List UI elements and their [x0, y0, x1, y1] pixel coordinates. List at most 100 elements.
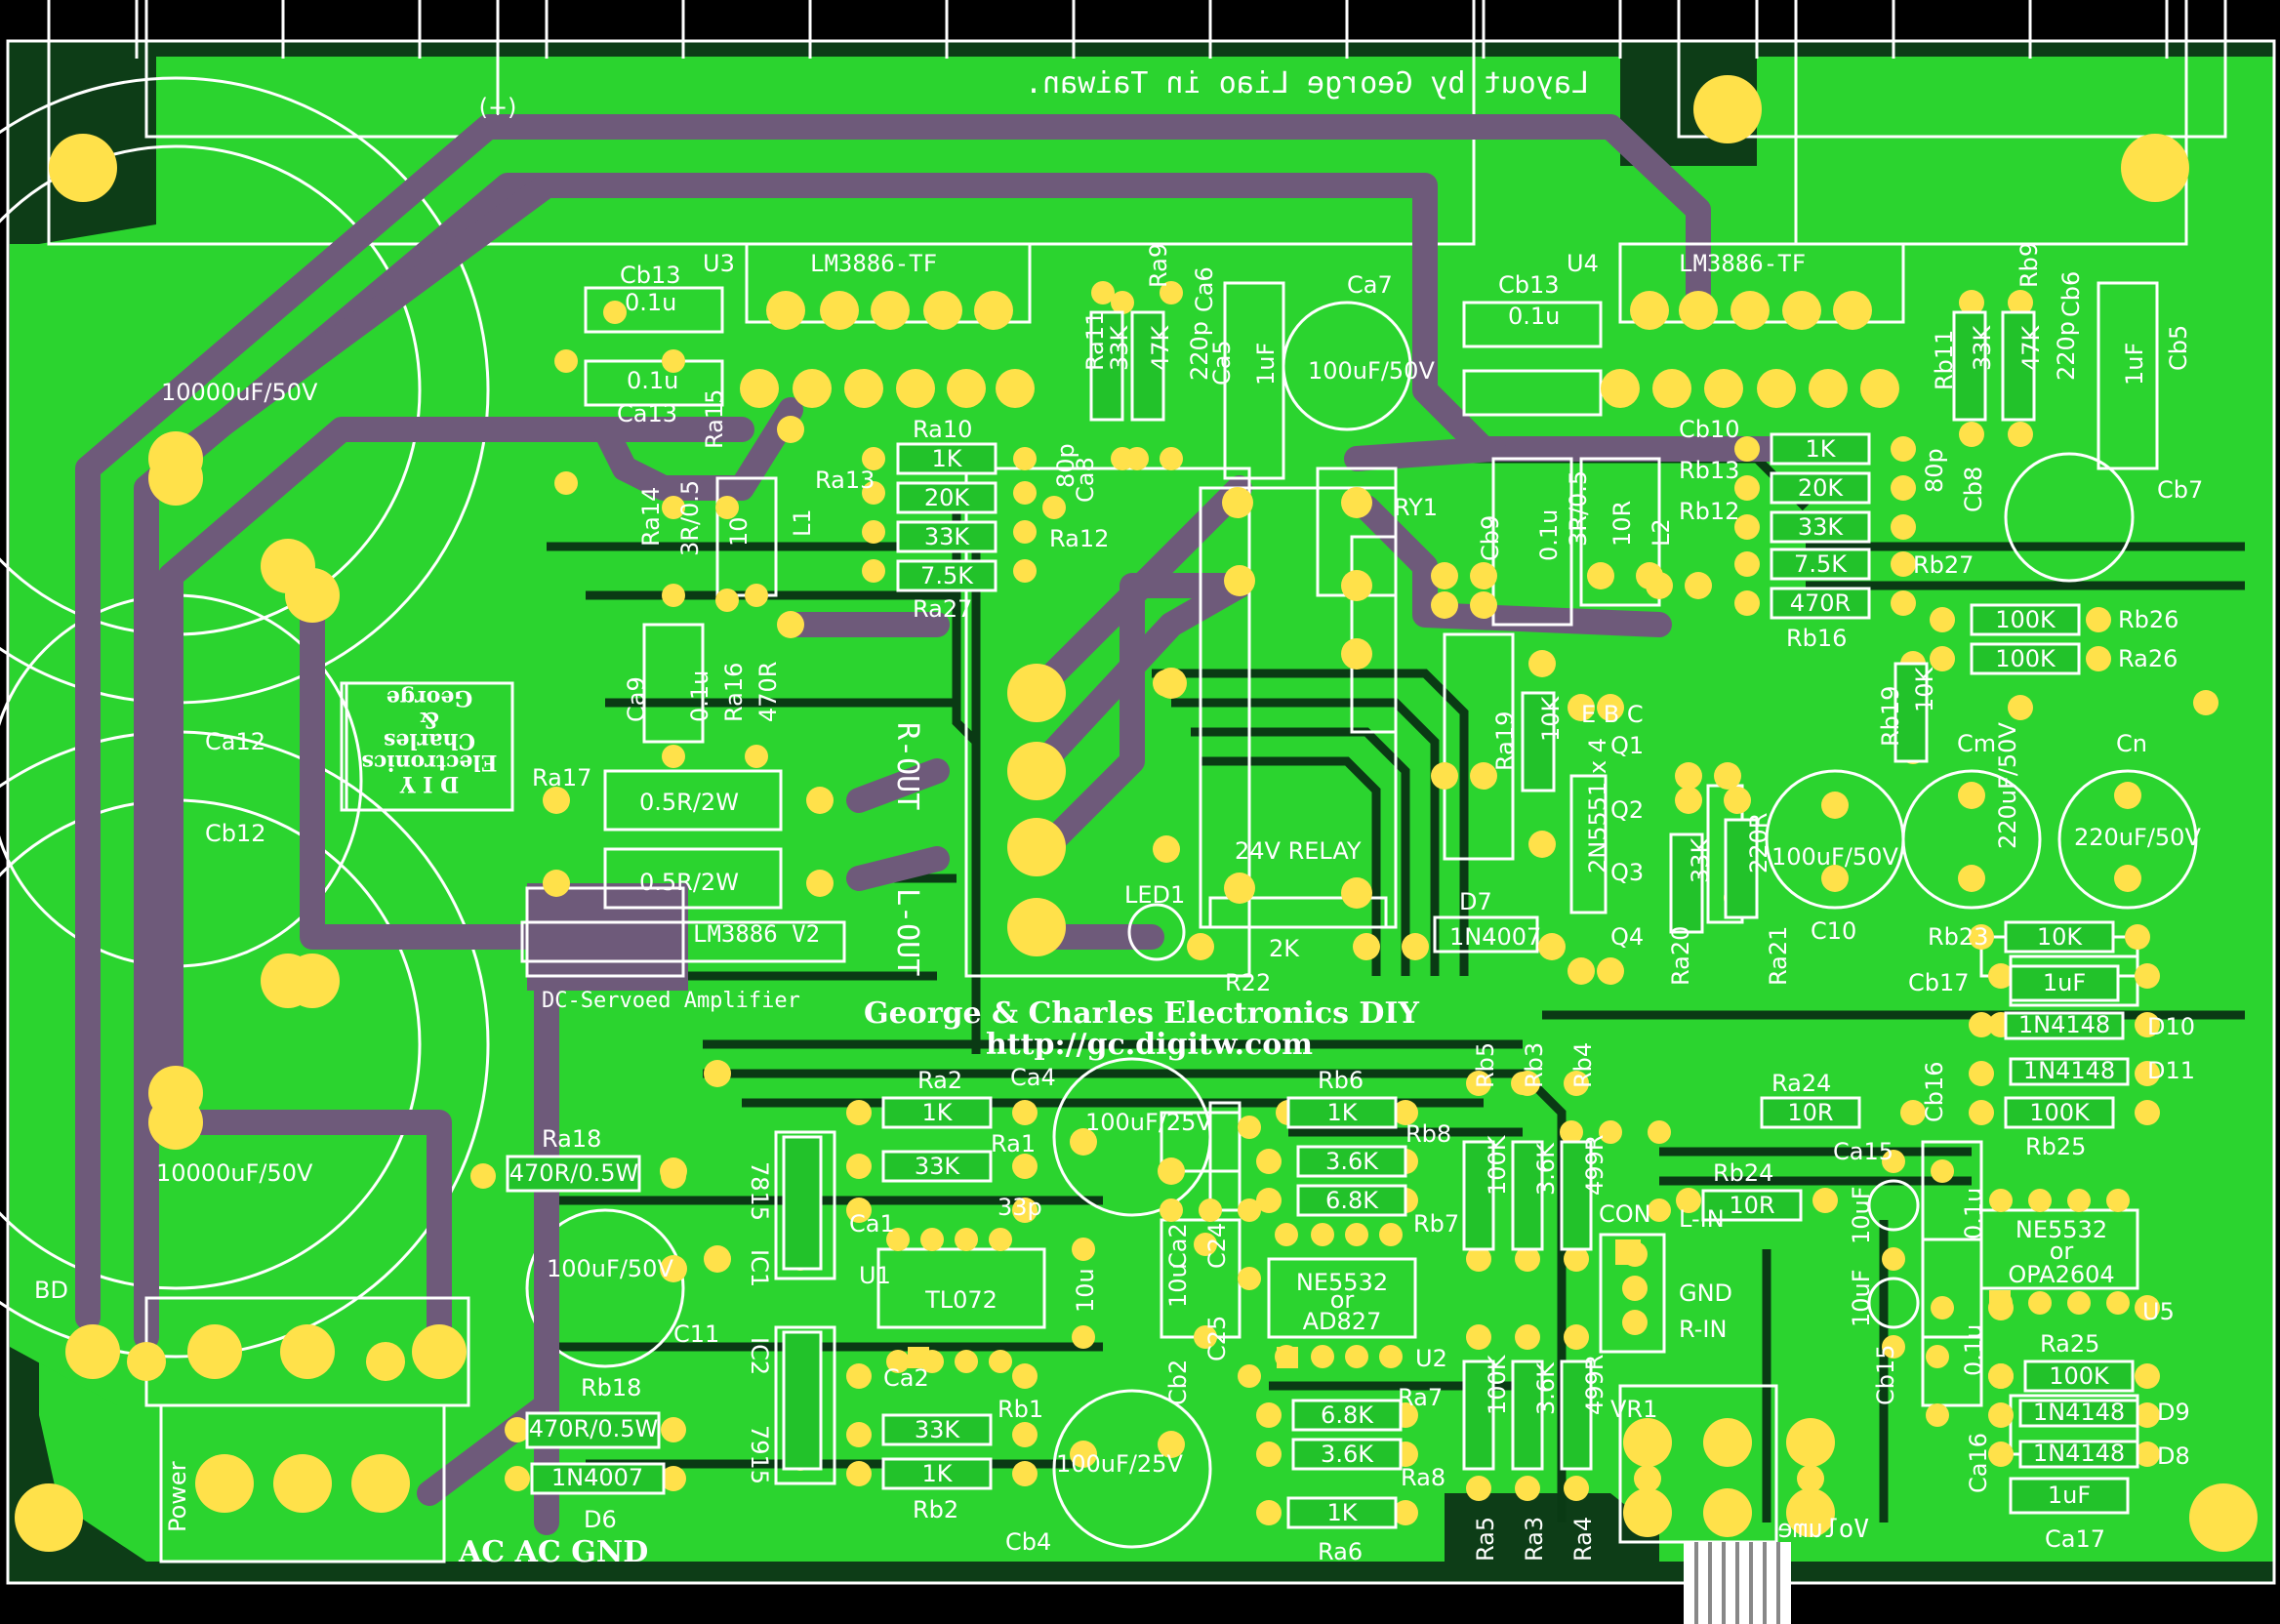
u5-label: U5 [2142, 1298, 2175, 1325]
ic1-body [782, 1135, 823, 1271]
ra19-label: Ra19 [1491, 711, 1519, 771]
r22-val: 2K [1269, 935, 1300, 962]
ca1-val: 33p [998, 1194, 1042, 1221]
q-part: 2N5551 x 4 [1584, 738, 1611, 873]
vr1-label: VR1 [1610, 1396, 1657, 1423]
rb11-body: 33K [1952, 310, 1996, 422]
cb15-val: 10uF [1848, 1269, 1875, 1327]
ca15-label: Ca15 [1833, 1138, 1893, 1165]
ca2b-val: 10u [1164, 1263, 1192, 1308]
d9-body [2018, 1399, 2139, 1428]
con-l-in: L-IN [1679, 1205, 1725, 1233]
l1-label: L1 [789, 508, 816, 537]
q3-label: Q3 [1610, 859, 1644, 886]
ic2-body [782, 1330, 823, 1471]
ca7-val: 100uF/50V [1308, 357, 1435, 385]
ra17-label: Ra17 [532, 764, 591, 792]
rb19-val: 10K [1911, 666, 1938, 712]
ra26-val: 100K [1995, 645, 2056, 672]
c10-val: 100uF/50V [1771, 843, 1898, 871]
cb17-label: Cb17 [1908, 969, 1970, 996]
c11-val: 100uF/50V [547, 1255, 673, 1282]
ra25-val: 100K [2049, 1362, 2110, 1390]
rb5-label: Rb5 [1472, 1042, 1499, 1088]
cb9-label: Cb9 [1477, 515, 1504, 561]
cb5-val: 1uF [2121, 343, 2148, 386]
ra25-body [2023, 1360, 2135, 1393]
ra9-body: 47K [1130, 310, 1174, 422]
d11-body [2009, 1057, 2130, 1086]
ra1-label: Ra1 [991, 1130, 1036, 1157]
rb9-body: 47K [2001, 310, 2045, 422]
ca7-label: Ca7 [1347, 271, 1393, 299]
u2-label: U2 [1415, 1345, 1447, 1372]
ra26-label: Ra26 [2118, 645, 2178, 672]
version-line-2: DC-Servoed Amplifier [542, 989, 800, 1013]
ra11-label: Ra11 [1081, 311, 1109, 371]
cb10-label: Cb10 [1679, 416, 1740, 443]
cb13-right: Cb13 [1498, 271, 1560, 299]
rb-stack-20k: 20K [1798, 474, 1845, 502]
ra11-body: 33K [1089, 310, 1133, 422]
ra7-body [1291, 1399, 1403, 1432]
ic1-val: 7815 [746, 1161, 773, 1221]
ca16-val: 0.1u [1960, 1324, 1987, 1376]
logo-line-4: Electronics [361, 750, 497, 775]
u1-val: TL072 [924, 1286, 998, 1314]
bd-label: BD [34, 1277, 68, 1304]
title-line-2: http://gc.digitw.com [986, 1028, 1313, 1062]
logo-line-2: & [420, 707, 439, 732]
cb8-label: Cb8 [1960, 467, 1987, 512]
ca12-label: Ca12 [205, 728, 265, 755]
con-r-in: R-IN [1679, 1316, 1727, 1343]
rb3-body [1511, 1140, 1544, 1251]
ca4-val: 100uF/25V [1085, 1109, 1212, 1136]
u1-label: U1 [859, 1262, 891, 1289]
d8-val: 1N4148 [2033, 1440, 2125, 1467]
d10-val: 1N4148 [2018, 1011, 2110, 1038]
ra10-val: 1K [931, 445, 962, 472]
ra16-label: Ra16 [720, 663, 748, 722]
ra14-label: Ra14 [637, 487, 665, 547]
q2-label: Q2 [1610, 796, 1644, 824]
rb26-label: Rb26 [2118, 606, 2178, 633]
rb19-body [1893, 662, 1929, 763]
rb1-label: Rb1 [998, 1396, 1043, 1423]
ic2-val: 7915 [746, 1425, 773, 1484]
ra10-stack: 1K 20K 33K 7.5K [896, 442, 998, 592]
ra7-label: Ra7 [1398, 1384, 1443, 1411]
cm-val: 220uF/50V [1994, 722, 2021, 849]
ra10d-val: 7.5K [920, 562, 974, 589]
rb8-body [1296, 1145, 1407, 1178]
c11-label: C11 [673, 1320, 719, 1348]
cb12-label: Cb12 [205, 820, 266, 847]
u2-ad827: AD827 [1303, 1308, 1382, 1335]
d8-body [2018, 1440, 2139, 1469]
cb13-left: Cb13 [620, 262, 681, 289]
ra21-label: Ra21 [1765, 926, 1792, 986]
ic-right-label: LM3886-TF [1679, 250, 1806, 277]
ca15-val: 10uF [1848, 1186, 1875, 1244]
ra20-label: Ra20 [1667, 926, 1694, 986]
rb9-label: Rb9 [2015, 242, 2043, 288]
rb4-val: 499R [1581, 1135, 1608, 1196]
u5-opa: OPA2604 [2008, 1261, 2114, 1288]
ca8-val: 80p [1052, 443, 1079, 488]
rb16-label: Rb16 [1786, 625, 1847, 652]
ra9-label: Ra9 [1145, 243, 1172, 288]
d10-label: D10 [2147, 1013, 2195, 1040]
rb2-body [881, 1457, 993, 1490]
rb3-val: 3.6K [1532, 1142, 1560, 1196]
ca16-label: Ca16 [1965, 1433, 1992, 1493]
d9-label: D9 [2157, 1399, 2190, 1426]
ra3-body [1511, 1360, 1544, 1471]
d6-val: 1N4007 [551, 1464, 643, 1491]
cb17-val: 1uF [2043, 969, 2086, 996]
rb11-label: Rb11 [1931, 330, 1958, 390]
cb17-body [2009, 964, 2120, 1002]
ra12-label: Ra12 [1049, 525, 1109, 552]
cm-label: Cm [1957, 730, 1996, 757]
cb13-right-val: 0.1u [1508, 303, 1560, 330]
ebc-label: E B C [1581, 701, 1644, 728]
ra3-val: 3.6K [1532, 1361, 1560, 1415]
